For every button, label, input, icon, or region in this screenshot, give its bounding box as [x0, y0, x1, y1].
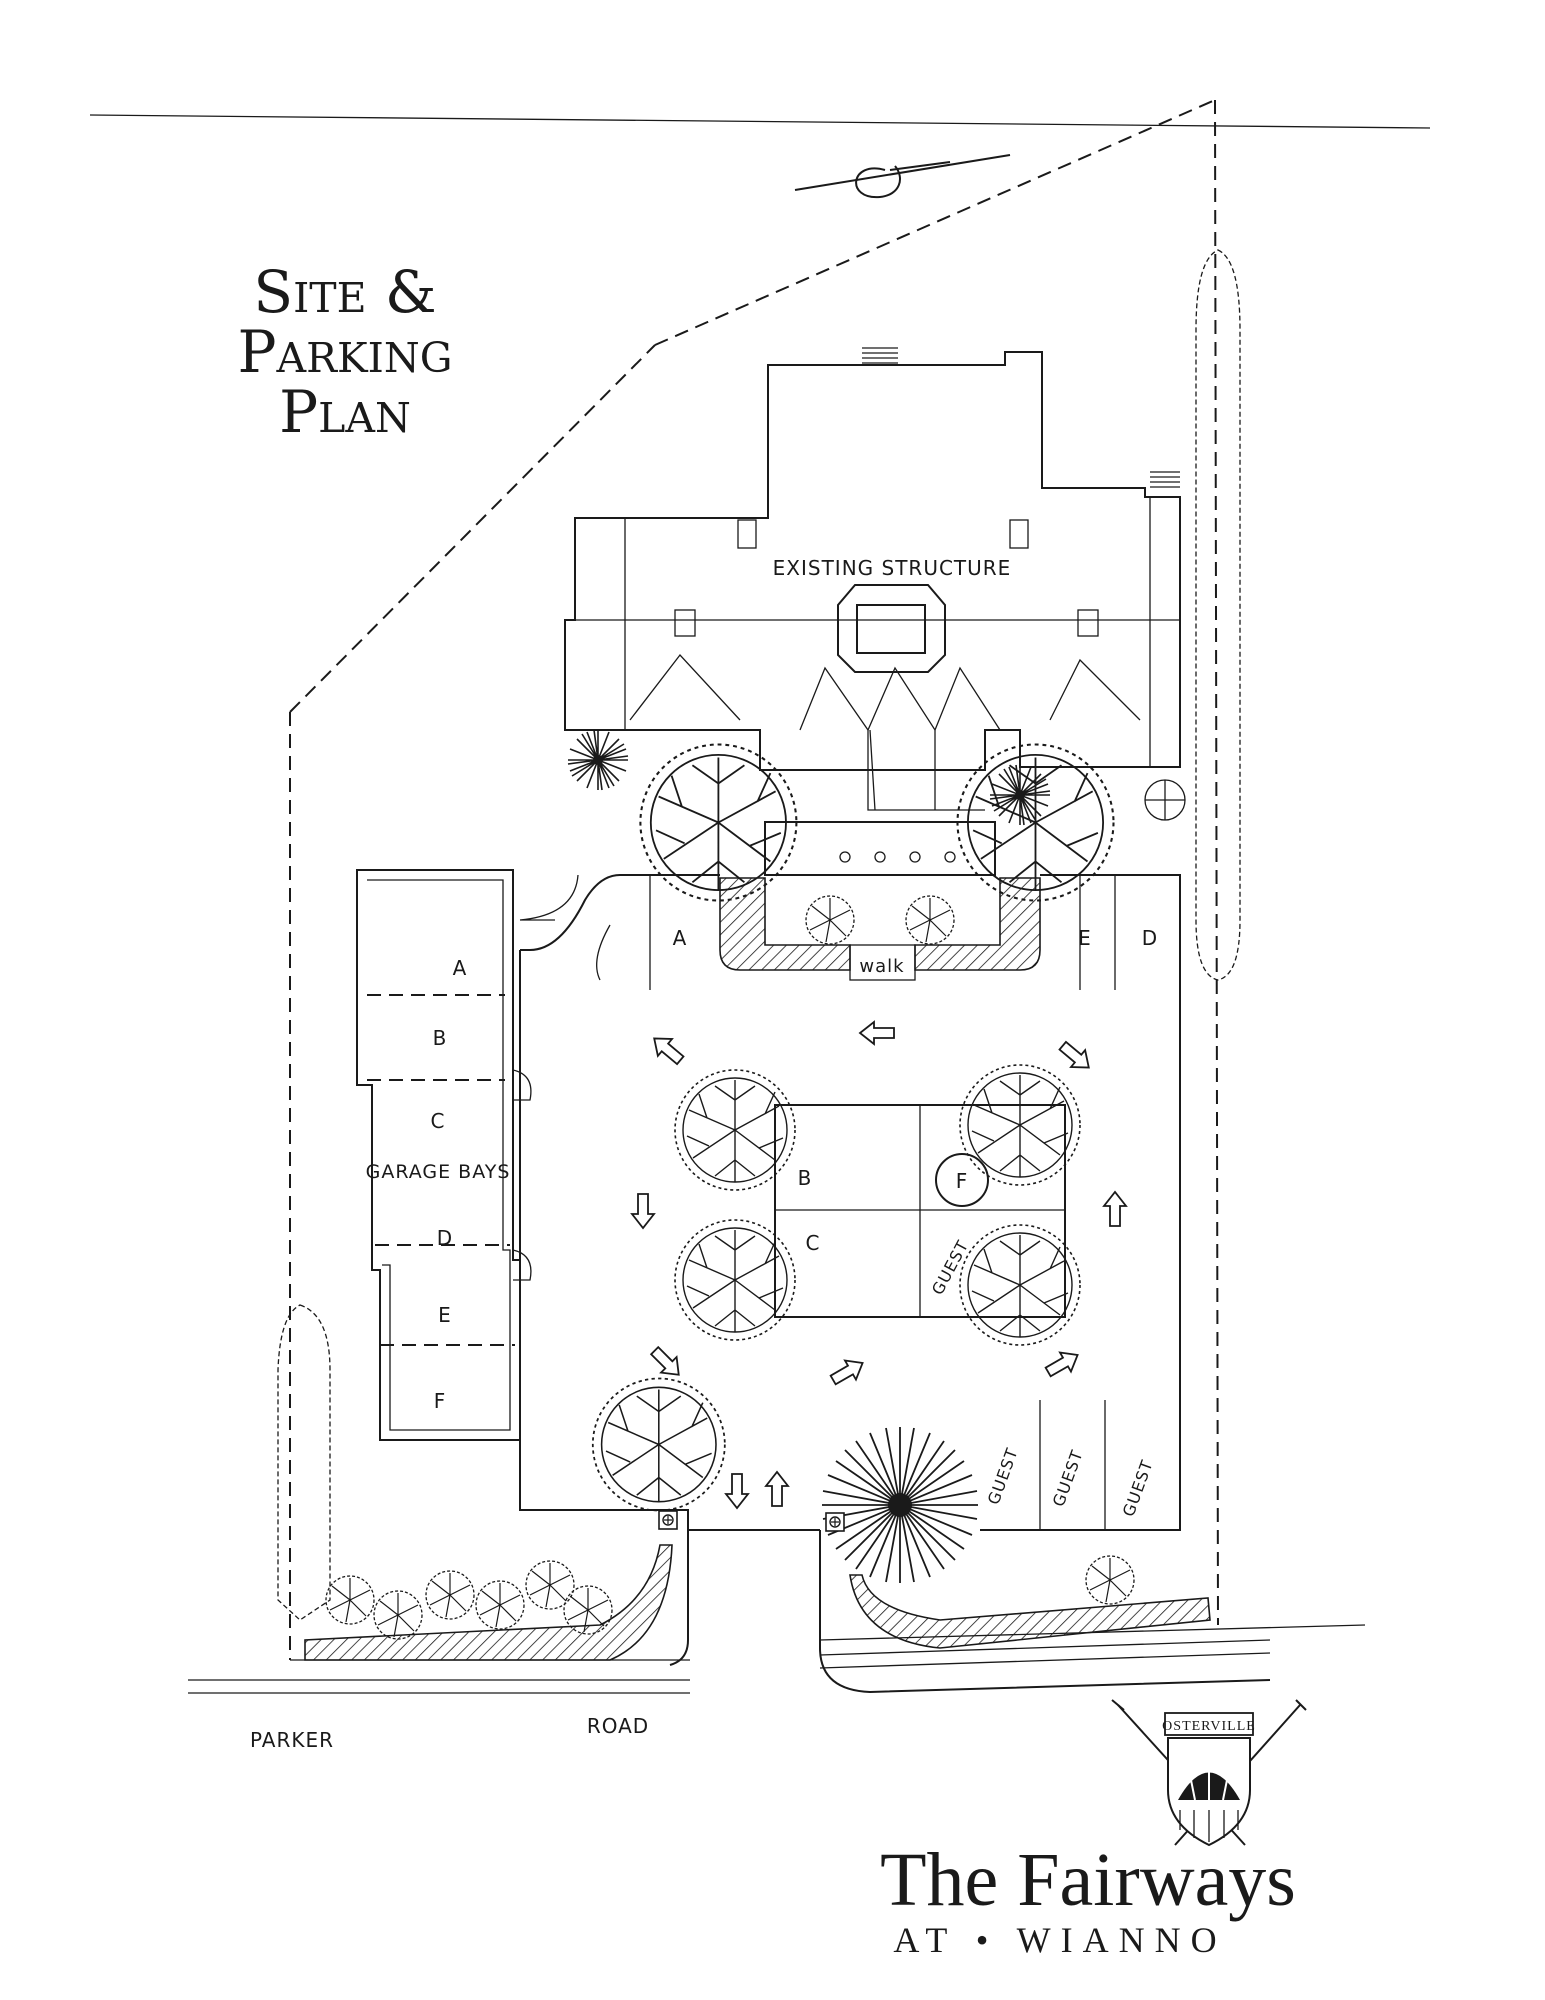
shrubs — [325, 779, 1186, 1640]
road-label-parker: PARKER — [250, 1728, 334, 1752]
parker-road: PARKER ROAD — [188, 1639, 1271, 1752]
road-label-road: ROAD — [587, 1714, 649, 1738]
garage-bay-d: D — [437, 1226, 453, 1250]
title-line-2: Parking — [238, 318, 453, 386]
chimney-stairs — [862, 347, 1180, 488]
light-post-icon — [825, 1512, 845, 1532]
existing-structure-label: EXISTING STRUCTURE — [773, 556, 1012, 580]
logo-name: The Fairways — [880, 1838, 1296, 1922]
space-f: F — [956, 1169, 969, 1193]
shrub-icon — [325, 1575, 375, 1625]
traffic-arrow-icon — [859, 1021, 895, 1045]
space-d: D — [1142, 926, 1158, 950]
palm-icon — [989, 764, 1051, 826]
plan-title: Site & Parking Plan — [238, 258, 453, 446]
garage-bays-label: GARAGE BAYS — [366, 1161, 511, 1183]
tree-icon — [674, 1069, 796, 1191]
logo-tagline: AT • WIANNO — [893, 1920, 1226, 1960]
traffic-arrow-icon — [1041, 1344, 1084, 1383]
garage-bay-c: C — [431, 1109, 446, 1133]
garage-bay-a: A — [453, 956, 468, 980]
shrub-icon — [525, 1560, 575, 1610]
tree-icon — [959, 1224, 1081, 1346]
space-e: E — [1078, 926, 1092, 950]
garage-bay-e: E — [438, 1303, 452, 1327]
tree-icon — [959, 1064, 1081, 1186]
parking-spaces: A E D B C F GUEST GUEST GUEST GUEST — [673, 926, 1158, 1530]
traffic-arrow-icon — [646, 1029, 689, 1070]
shrub-icon — [425, 1570, 475, 1620]
guest-space-1: GUEST — [984, 1445, 1022, 1507]
palm-icon — [821, 1426, 979, 1584]
entrance-planters — [304, 1510, 1211, 1661]
existing-structure: EXISTING STRUCTURE — [564, 347, 1181, 876]
title-line-1: Site & — [253, 258, 436, 326]
traffic-arrow-icon — [646, 1342, 688, 1384]
guest-space-3: GUEST — [1119, 1457, 1157, 1519]
garage-bay-b: B — [433, 1026, 448, 1050]
traffic-arrow-icon — [765, 1471, 789, 1507]
shrub-icon — [373, 1590, 423, 1640]
guest-island-label: GUEST — [928, 1237, 973, 1298]
shrub-icon — [475, 1580, 525, 1630]
space-c: C — [806, 1231, 821, 1255]
traffic-arrow-icon — [725, 1473, 749, 1509]
guest-space-2: GUEST — [1049, 1447, 1087, 1509]
shell-crest-icon — [1167, 1737, 1251, 1847]
walk-label: walk — [859, 956, 904, 977]
light-post-icon — [658, 1510, 678, 1530]
garage-bay-f: F — [434, 1389, 447, 1413]
space-a: A — [673, 926, 688, 950]
palm-icon — [567, 729, 629, 791]
front-planter: walk — [719, 877, 1041, 981]
tree-icon — [674, 1219, 796, 1341]
traffic-arrow-icon — [1054, 1036, 1097, 1077]
logo-badge-text: OSTERVILLE — [1162, 1719, 1256, 1734]
garage-building: A B C GARAGE BAYS D E F — [356, 869, 611, 1441]
trees — [591, 743, 1115, 1512]
title-line-3: Plan — [279, 378, 411, 446]
traffic-arrow-icon — [631, 1193, 655, 1229]
traffic-arrow-icon — [1103, 1191, 1127, 1227]
shrub-icon — [1085, 1555, 1135, 1605]
traffic-arrow-icon — [826, 1352, 869, 1391]
space-b: B — [798, 1166, 813, 1190]
hedge-row — [277, 249, 1241, 1621]
parking-lot — [519, 874, 1271, 1694]
fairways-logo: OSTERVILLE The Fairways AT • WIANNO — [880, 1699, 1307, 1960]
tree-icon — [591, 1377, 726, 1512]
north-arrow-icon — [794, 154, 1011, 199]
